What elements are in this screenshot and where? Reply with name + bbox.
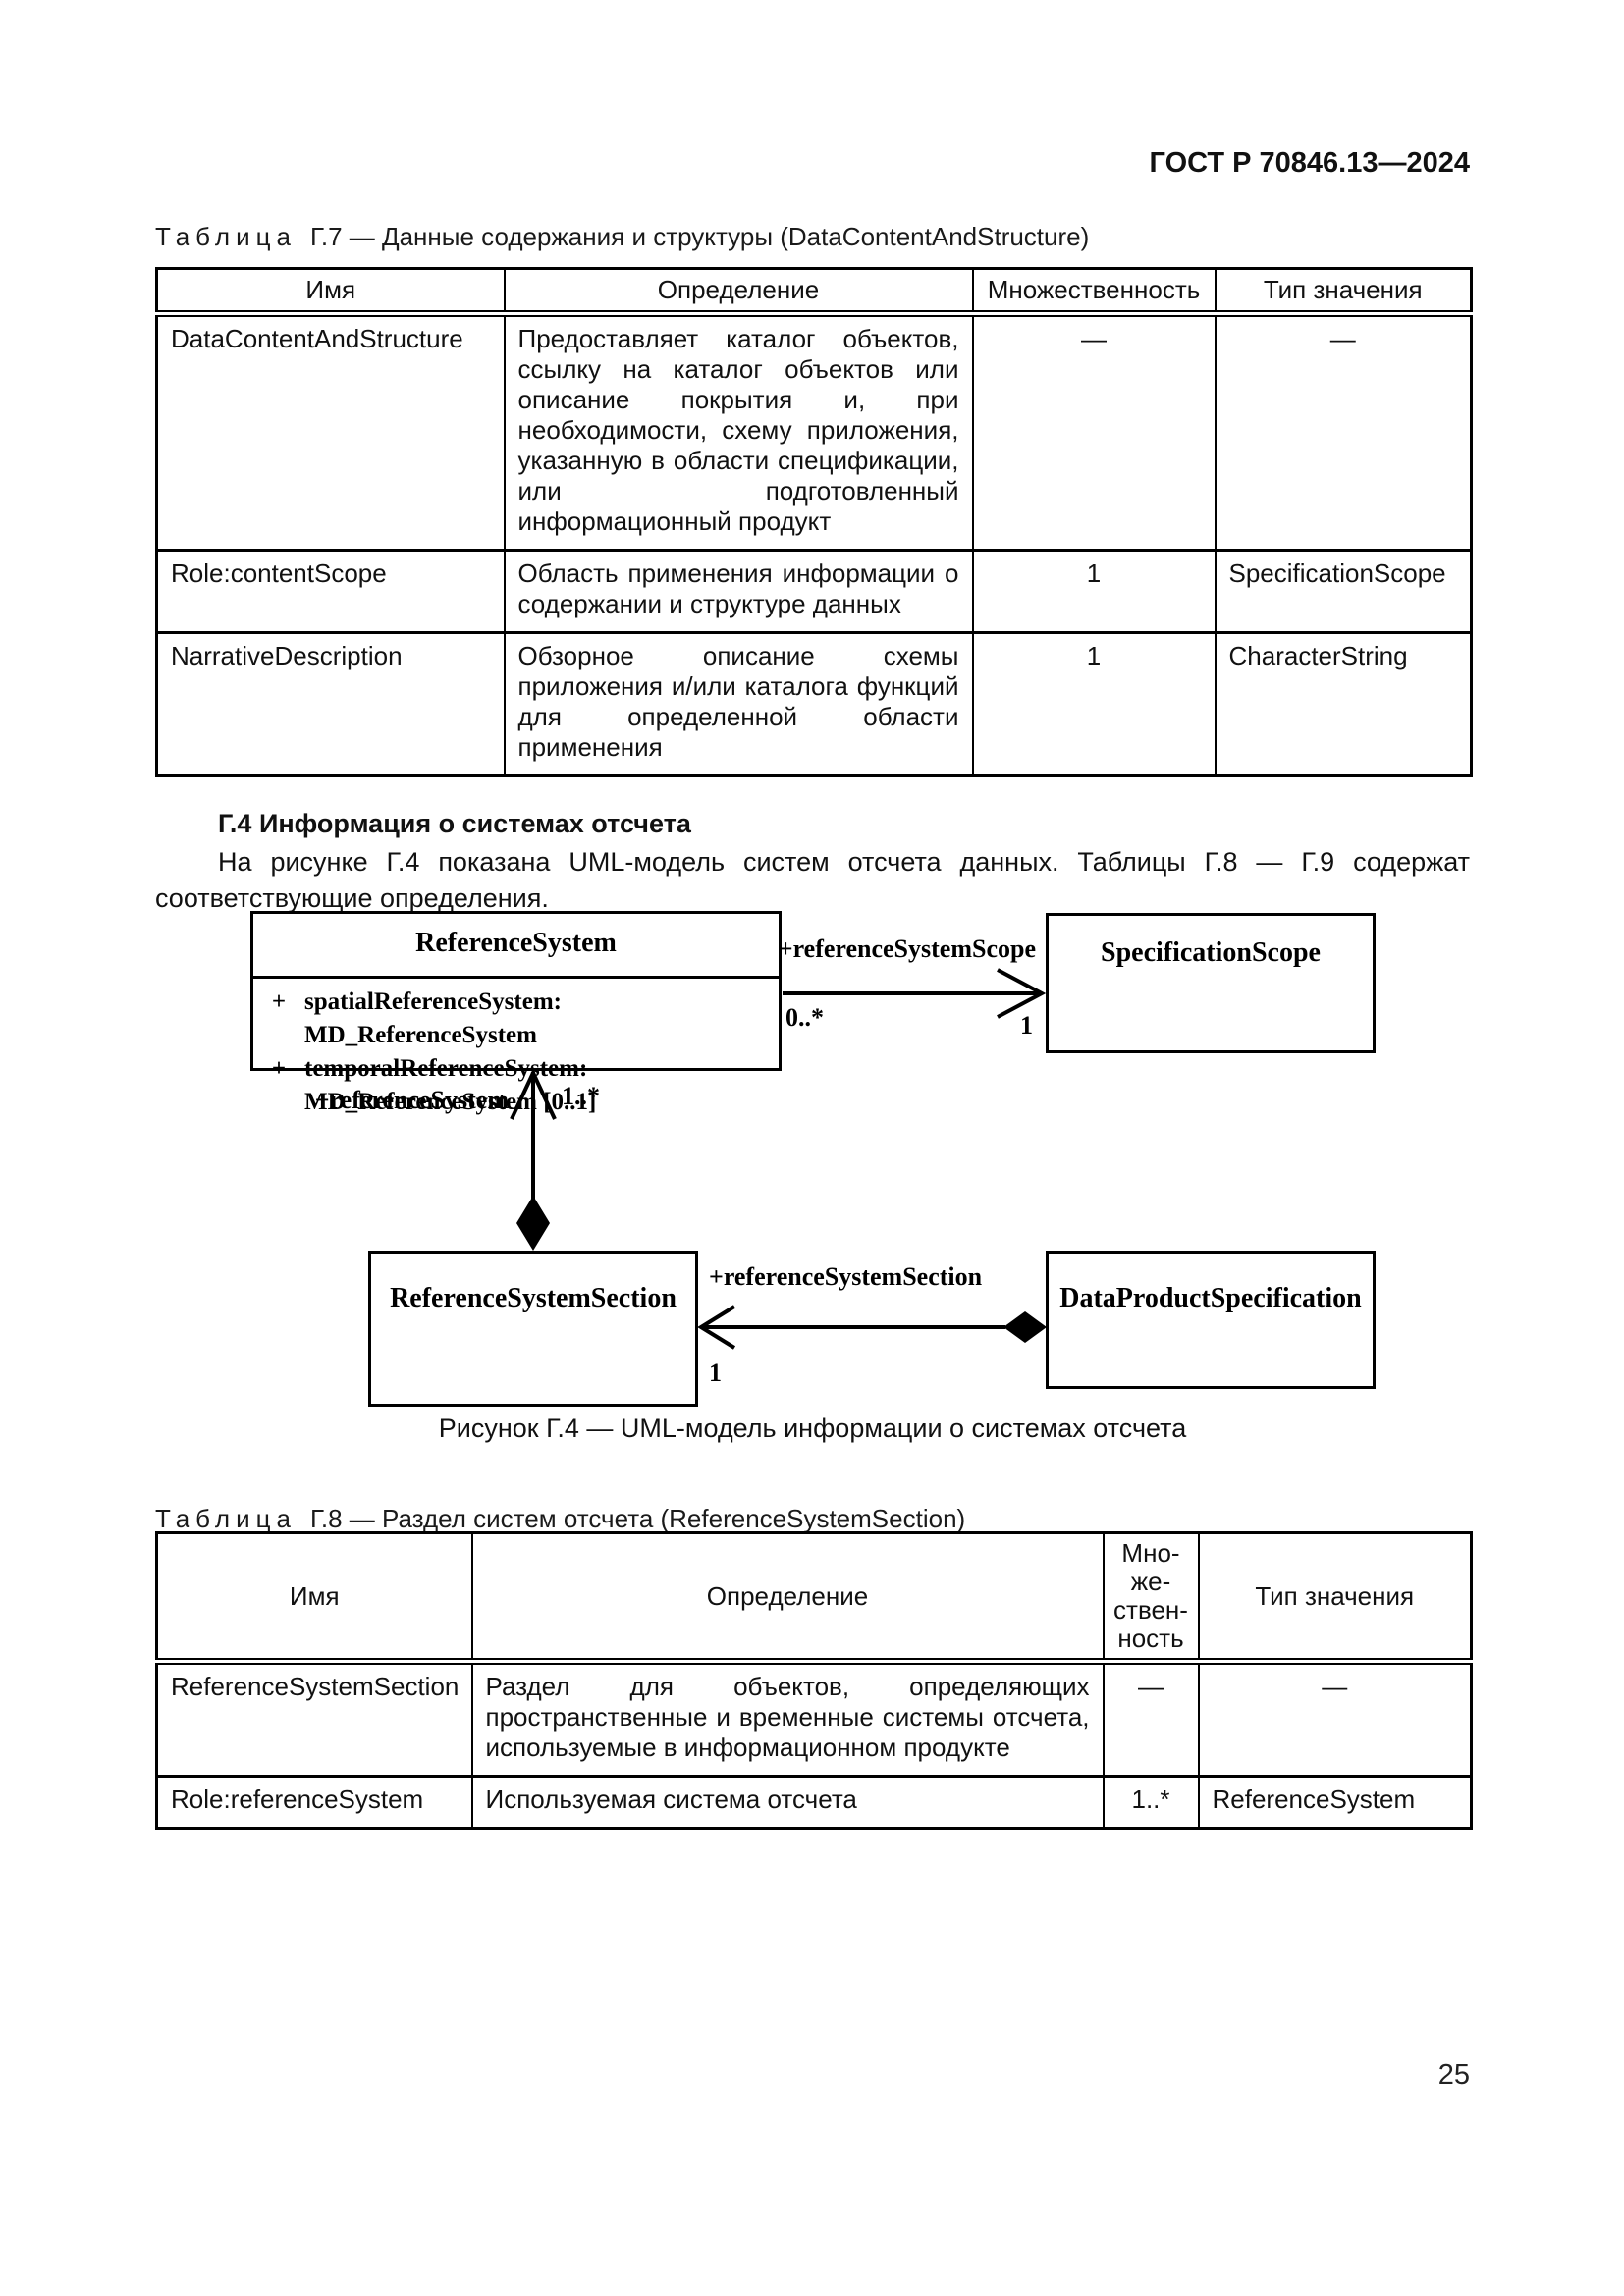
table-row: DataContentAndStructure Предоставляет ка… [155, 312, 1473, 552]
table-g7: Имя Определение Множественность Тип знач… [155, 267, 1473, 777]
column-header-multiplicity: Множественность [971, 267, 1217, 317]
association-label-reference-system-section: +referenceSystemSection [709, 1262, 983, 1291]
composition-diamond-icon [516, 1196, 550, 1251]
cell-name: ReferenceSystemSection [155, 1660, 473, 1778]
cell-definition: Обзорное описание схемы приложения и/или… [503, 631, 974, 777]
cell-multiplicity: 1 [971, 631, 1217, 777]
cell-type: — [1214, 312, 1473, 552]
table-g8: Имя Определение Мно- же- ствен- ность Ти… [155, 1531, 1473, 1830]
cell-name: DataContentAndStructure [155, 312, 506, 552]
multiplicity-reference-system: 1..* [562, 1082, 600, 1110]
cell-definition: Раздел для объектов, определяющих простр… [470, 1660, 1105, 1778]
column-header-multiplicity: Мно- же- ствен- ность [1102, 1531, 1200, 1665]
cell-definition: Область применения информации о содержан… [503, 549, 974, 634]
multiplicity-reference-system-section: 1 [709, 1359, 722, 1387]
column-header-definition: Определение [503, 267, 974, 317]
uml-attribute-text: spatialReferenceSystem: MD_ReferenceSyst… [304, 988, 562, 1048]
uml-attribute: + spatialReferenceSystem: MD_ReferenceSy… [253, 986, 779, 1052]
column-header-type: Тип значения [1214, 267, 1473, 317]
uml-visibility: + [271, 988, 287, 1015]
column-header-name: Имя [155, 267, 506, 317]
cell-type: SpecificationScope [1214, 549, 1473, 634]
table-row: Role:referenceSystem Используемая систем… [155, 1775, 1473, 1830]
uml-attribute-text: temporalReferenceSystem: MD_ReferenceSys… [304, 1055, 597, 1115]
uml-class-title: DataProductSpecification [1059, 1283, 1362, 1313]
column-header-name: Имя [155, 1531, 473, 1665]
table-caption-word: Таблица [155, 1504, 297, 1533]
column-header-type: Тип значения [1197, 1531, 1473, 1665]
figure-caption: Рисунок Г.4 — UML-модель информации о си… [438, 1414, 1187, 1443]
cell-definition: Используемая система отсчета [470, 1775, 1105, 1830]
section-paragraph: На рисунке Г.4 показана UML-модель систе… [155, 847, 1470, 913]
cell-multiplicity: 1 [971, 549, 1217, 634]
uml-class-specification-scope: SpecificationScope [1046, 913, 1376, 1053]
uml-visibility: + [271, 1055, 287, 1082]
table-caption-word: Таблица [155, 222, 297, 251]
table-header-row: Имя Определение Мно- же- ствен- ность Ти… [155, 1531, 1473, 1665]
table-row: NarrativeDescription Обзорное описание с… [155, 631, 1473, 777]
multiplicity-target: 1 [1020, 1011, 1033, 1040]
cell-multiplicity: — [1102, 1660, 1200, 1778]
uml-class-title: SpecificationScope [1101, 937, 1321, 968]
table-header-row: Имя Определение Множественность Тип знач… [155, 267, 1473, 317]
cell-type: ReferenceSystem [1197, 1775, 1473, 1830]
multiplicity-source: 0..* [785, 1003, 824, 1032]
uml-class-data-product-specification: DataProductSpecification [1046, 1251, 1376, 1389]
cell-type: — [1197, 1660, 1473, 1778]
cell-name: Role:referenceSystem [155, 1775, 473, 1830]
table-g8-caption: Таблица Г.8 — Раздел систем отсчета (Refe… [155, 1504, 1470, 1534]
section-heading: Г.4 Информация о системах отсчета [218, 809, 691, 838]
table-row: Role:contentScope Область применения инф… [155, 549, 1473, 634]
uml-class-reference-system: ReferenceSystem + spatialReferenceSystem… [250, 911, 782, 1115]
composition-diamond-icon [1003, 1311, 1047, 1343]
table-caption-text: Г.7 — Данные содержания и структуры (Dat… [309, 222, 1090, 251]
column-header-definition: Определение [470, 1531, 1105, 1665]
page-number: 25 [1437, 2059, 1470, 2091]
cell-multiplicity: 1..* [1102, 1775, 1200, 1830]
document-header: ГОСТ Р 70846.13—2024 [1149, 147, 1470, 179]
cell-definition: Предоставляет каталог объектов, ссылку н… [503, 312, 974, 552]
uml-attribute: + temporalReferenceSystem: MD_ReferenceS… [253, 1052, 779, 1119]
uml-attribute-compartment: + spatialReferenceSystem: MD_ReferenceSy… [253, 979, 779, 1119]
open-arrowhead-icon [697, 1305, 736, 1350]
table-row: ReferenceSystemSection Раздел для объект… [155, 1660, 1473, 1778]
cell-name: NarrativeDescription [155, 631, 506, 777]
cell-name: Role:contentScope [155, 549, 506, 634]
uml-class-title: ReferenceSystemSection [390, 1283, 677, 1313]
cell-type: CharacterString [1214, 631, 1473, 777]
open-arrowhead-icon [997, 968, 1047, 1019]
association-label-reference-system-scope: +referenceSystemScope [778, 934, 1036, 963]
uml-class-title: ReferenceSystem [253, 914, 779, 979]
uml-class-reference-system-section: ReferenceSystemSection [368, 1251, 698, 1407]
table-caption-text: Г.8 — Раздел систем отсчета (ReferenceSy… [309, 1504, 966, 1533]
association-label-reference-system: +referenceSystem [314, 1086, 509, 1114]
cell-multiplicity: — [971, 312, 1217, 552]
table-g7-caption: Таблица Г.7 — Данные содержания и структу… [155, 222, 1470, 252]
